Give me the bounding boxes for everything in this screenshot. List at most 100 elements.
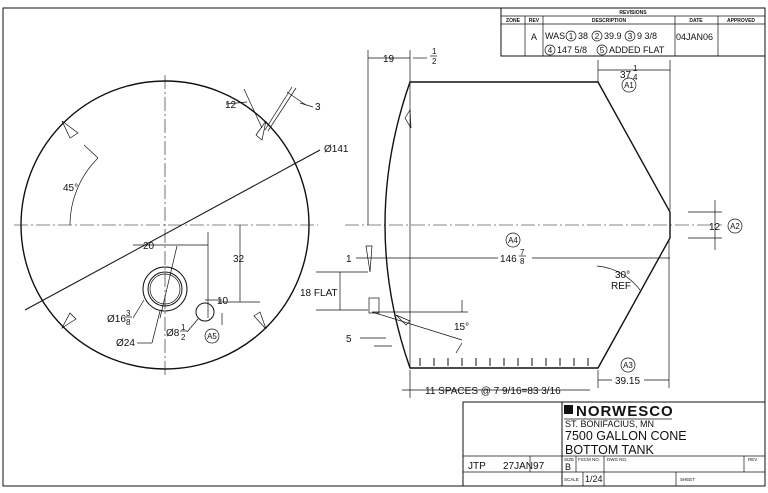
revisions-title: REVISIONS — [619, 10, 647, 16]
rib-mark — [61, 120, 79, 139]
angle-45-label: 45° — [63, 183, 78, 194]
callout-a5-circle — [204, 328, 220, 344]
leg-marks — [419, 358, 589, 366]
header-approved: APPROVED — [727, 18, 755, 24]
dim-12-right: 12 — [709, 222, 721, 233]
fscm-label: FSCM NO. — [578, 457, 600, 462]
callout-circle-1 — [565, 30, 577, 42]
callout-2-number: 2 — [595, 32, 600, 41]
dim-146-label: 146 — [500, 254, 517, 265]
top-view: 12 3 Ø141 45° 20 32 10 Ø16 3 8 — [14, 75, 349, 375]
dia-141-label: Ø141 — [324, 144, 349, 155]
size-value: B — [565, 462, 571, 472]
callout-3-number: 3 — [628, 32, 633, 41]
ref-label: REF — [611, 281, 631, 292]
revision-letter: A — [531, 32, 537, 42]
side-view: 19 1 2 37 1 4 A1 12 A2 A4 1 146 7 8 30° — [300, 47, 743, 398]
dim-20-label: 20 — [143, 241, 155, 252]
drawn-by: JTP — [468, 461, 486, 472]
dim-39-label: 39.15 — [615, 376, 640, 387]
logo-mark — [564, 405, 573, 414]
dwg-label: DWG NO. — [607, 457, 627, 462]
revisions-table: REVISIONS ZONE REV DESCRIPTION DATE APPR… — [500, 7, 766, 57]
dia-8-label: Ø8 — [166, 328, 180, 339]
callout-a3-circle — [620, 357, 636, 373]
dia-16-num: 3 — [126, 309, 131, 318]
sheet-label: SHEET — [680, 477, 695, 482]
angle-15-label: 15° — [454, 322, 469, 333]
revision-date: 04JAN06 — [676, 32, 713, 42]
drawing-title-line1: 7500 GALLON CONE — [565, 429, 687, 443]
dim-19-label: 19 — [383, 54, 395, 65]
rev-value-3: 9 3/8 — [637, 31, 657, 41]
callout-circle-3 — [624, 30, 636, 42]
drawing-title-line2: BOTTOM TANK — [565, 443, 655, 457]
spaces-label: 11 SPACES @ 7 9/16=83 3/16 — [425, 386, 561, 397]
callout-4-number: 4 — [548, 46, 553, 55]
dim-32-label: 32 — [233, 254, 245, 265]
title-block: NORWESCO ST. BONIFACIUS, MN 7500 GALLON … — [462, 401, 766, 487]
rev-was-label: WAS — [545, 31, 565, 41]
dim-10-label: 10 — [217, 296, 229, 307]
rev-value-1: 38 — [578, 31, 588, 41]
callout-5-number: 5 — [600, 46, 605, 55]
rev-value-5: ADDED FLAT — [609, 45, 665, 55]
callout-circle-2 — [591, 30, 603, 42]
rib-mark — [365, 245, 373, 273]
rev-value-4: 147 5/8 — [557, 45, 587, 55]
dia-24-label: Ø24 — [116, 338, 135, 349]
dia-16-den: 8 — [126, 318, 131, 327]
header-rev: REV — [529, 18, 540, 24]
flat-label: 18 FLAT — [300, 288, 338, 299]
scale-label: SCALE — [564, 477, 579, 482]
dim-146-den: 8 — [520, 257, 525, 266]
callout-a3: A3 — [623, 361, 633, 370]
dia-8-num: 1 — [181, 323, 186, 332]
header-date: DATE — [689, 18, 703, 24]
callout-circle-4 — [544, 44, 556, 56]
dim-37-den: 4 — [633, 73, 638, 82]
dim-half-den: 2 — [432, 57, 437, 66]
diameter-leader — [24, 149, 321, 311]
callout-a4-circle — [505, 232, 521, 248]
drawing-border — [2, 7, 766, 487]
callout-a1: A1 — [624, 81, 634, 90]
header-zone: ZONE — [506, 18, 521, 24]
callout-a2: A2 — [730, 222, 740, 231]
angle-45-arc — [69, 157, 99, 226]
company-location: ST. BONIFACIUS, MN — [565, 419, 654, 429]
size-label: SIZE — [564, 457, 574, 462]
dim-12-top: 12 — [225, 100, 237, 111]
callout-a5: A5 — [207, 332, 217, 341]
dim-37-label: 37 — [620, 70, 632, 81]
rev-label: REV — [748, 457, 757, 462]
rib-mark — [404, 108, 412, 129]
fitting-outer — [142, 266, 188, 312]
callout-a2-circle — [727, 218, 743, 234]
rib-mark — [61, 312, 77, 330]
dia-16-label: Ø16 — [107, 314, 126, 325]
dim-3-top: 3 — [315, 102, 321, 113]
callout-a1-circle — [621, 77, 637, 93]
company-logo: NORWESCO — [576, 403, 674, 420]
rev-value-2: 39.9 — [604, 31, 622, 41]
dim-5-label: 5 — [346, 334, 352, 345]
dim-146-num: 7 — [520, 248, 525, 257]
tank-body-outline — [384, 81, 671, 369]
dim-1-label: 1 — [346, 254, 352, 265]
rib-mark — [253, 311, 267, 330]
callout-1-number: 1 — [569, 32, 574, 41]
dim-half-num: 1 — [432, 47, 437, 56]
fitting-inner — [149, 273, 181, 305]
rib-mark — [255, 120, 267, 141]
callout-a4: A4 — [508, 236, 518, 245]
dia-8-den: 2 — [181, 333, 186, 342]
callout-circle-5 — [596, 44, 608, 56]
scale-value: 1/24 — [585, 474, 603, 484]
angle-30-label: 30° — [615, 270, 630, 281]
drawn-date: 27JAN97 — [503, 461, 545, 472]
header-description: DESCRIPTION — [592, 18, 627, 24]
small-hole — [195, 302, 215, 322]
dim-37-num: 1 — [633, 64, 638, 73]
